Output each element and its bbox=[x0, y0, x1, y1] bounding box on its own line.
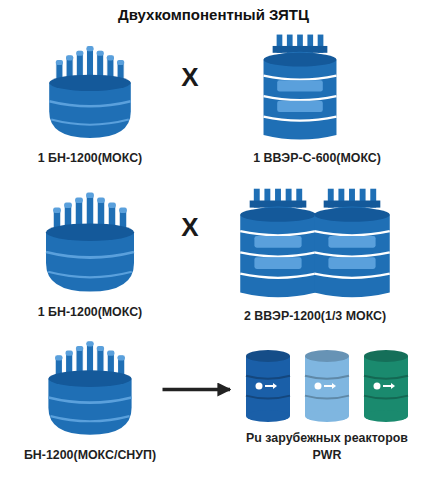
reactor-group: 1 БН-1200(МОКС) bbox=[5, 40, 175, 169]
combination-sign: X bbox=[170, 62, 210, 93]
arrow-connector bbox=[163, 388, 231, 392]
barrel-icon bbox=[246, 350, 290, 422]
reactor-label: 1 ВВЭР-С-600(МОКС) bbox=[212, 150, 422, 167]
pwr-reactor-icon bbox=[264, 35, 337, 140]
combination-sign: X bbox=[170, 212, 210, 243]
reactor-group: 2 ВВЭР-1200(1/3 МОКС) bbox=[208, 184, 422, 327]
pwr-reactor-icon bbox=[314, 189, 390, 298]
barrel-icon bbox=[364, 350, 408, 422]
fast-reactor-icon bbox=[49, 46, 131, 138]
reactor-group: Pu зарубежных реакторов PWR bbox=[232, 346, 422, 466]
reactor-group: БН-1200(МОКС/СНУП) bbox=[20, 335, 161, 466]
reactor-label: 1 БН-1200(МОКС) bbox=[5, 150, 175, 167]
diagram-title: Двухкомпонентный ЗЯТЦ bbox=[0, 6, 427, 23]
fast-reactor-icon bbox=[48, 341, 131, 435]
reactor-label: Pu зарубежных реакторов PWR bbox=[232, 430, 422, 464]
reactor-label: БН-1200(МОКС/СНУП) bbox=[20, 447, 161, 464]
reactor-group: 1 БН-1200(МОКС) bbox=[5, 186, 175, 323]
reactor-label: 1 БН-1200(МОКС) bbox=[5, 304, 175, 321]
reactor-group: 1 ВВЭР-С-600(МОКС) bbox=[212, 30, 422, 169]
fast-reactor-icon bbox=[46, 193, 134, 292]
reactor-label: 2 ВВЭР-1200(1/3 МОКС) bbox=[208, 308, 422, 325]
pwr-reactor-icon bbox=[240, 189, 316, 298]
barrel-icon bbox=[305, 350, 349, 422]
